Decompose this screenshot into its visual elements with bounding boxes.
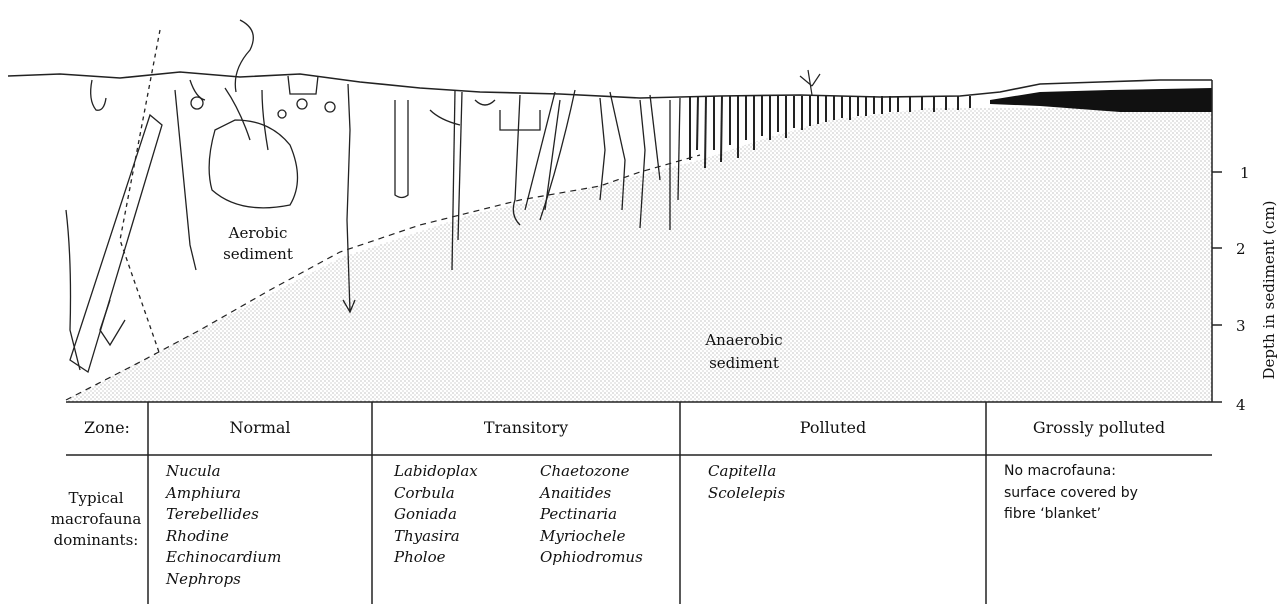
depth-tick-4: 4 bbox=[1236, 396, 1246, 414]
zone-header-normal: Normal bbox=[148, 418, 372, 437]
zone-row-label: Zone: bbox=[66, 418, 148, 437]
depth-tick-2: 2 bbox=[1236, 240, 1246, 258]
species-name: Ophiodromus bbox=[540, 547, 643, 569]
species-name: Corbula bbox=[394, 483, 478, 505]
zone-header-polluted: Polluted bbox=[680, 418, 986, 437]
aerobic-label: Aerobic sediment bbox=[223, 224, 293, 263]
depth-axis-title: Depth in sediment (cm) bbox=[1260, 200, 1278, 379]
species-name: Amphiura bbox=[166, 483, 281, 505]
species-name: Pholoe bbox=[394, 547, 478, 569]
depth-axis bbox=[1212, 80, 1222, 402]
svg-text:Aerobic: Aerobic bbox=[228, 224, 288, 242]
species-name: Anaitides bbox=[540, 483, 643, 505]
species-name: Pectinaria bbox=[540, 504, 643, 526]
species-name: Nucula bbox=[166, 461, 281, 483]
species-name: Myriochele bbox=[540, 526, 643, 548]
depth-tick-1: 1 bbox=[1240, 164, 1250, 182]
species-list-transitory-2: Chaetozone Anaitides Pectinaria Myrioche… bbox=[540, 461, 643, 569]
species-list-transitory-1: Labidoplax Corbula Goniada Thyasira Phol… bbox=[394, 461, 478, 569]
species-name: Rhodine bbox=[166, 526, 281, 548]
species-name: Chaetozone bbox=[540, 461, 643, 483]
zone-header-transitory: Transitory bbox=[372, 418, 680, 437]
species-name: Capitella bbox=[708, 461, 785, 483]
zone-header-grossly-polluted: Grossly polluted bbox=[986, 418, 1212, 437]
species-name: Echinocardium bbox=[166, 547, 281, 569]
species-name: Scolelepis bbox=[708, 483, 785, 505]
species-list-normal: Nucula Amphiura Terebellides Rhodine Ech… bbox=[166, 461, 281, 590]
dominants-row-label: Typical macrofauna dominants: bbox=[44, 488, 148, 551]
species-name: Thyasira bbox=[394, 526, 478, 548]
svg-text:sediment: sediment bbox=[709, 354, 779, 372]
species-list-polluted: Capitella Scolelepis bbox=[708, 461, 785, 504]
svg-text:Anaerobic: Anaerobic bbox=[704, 331, 782, 349]
svg-text:sediment: sediment bbox=[223, 245, 293, 263]
species-name: Goniada bbox=[394, 504, 478, 526]
depth-tick-3: 3 bbox=[1236, 317, 1246, 335]
species-name: Terebellides bbox=[166, 504, 281, 526]
species-name: Labidoplax bbox=[394, 461, 478, 483]
species-name: Nephrops bbox=[166, 569, 281, 591]
grossly-polluted-note: No macrofauna: surface covered by fibre … bbox=[1004, 461, 1138, 526]
